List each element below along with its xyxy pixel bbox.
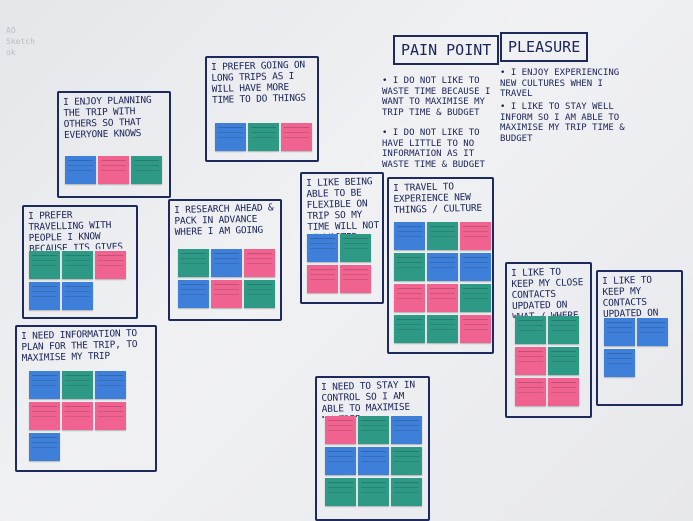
sticky-note-pink [460, 315, 491, 343]
cluster-label: I NEED TO STAY IN CONTROL SO I AM ABLE T… [321, 379, 416, 418]
sticky-note-blue [215, 123, 246, 151]
cluster-label: I LIKE TO KEEP MY CLOSE CONTACTS UPDATED… [511, 266, 584, 318]
sticky-note-teal [340, 234, 371, 262]
faint-mark: ok [6, 48, 16, 57]
sticky-note-pink [460, 222, 491, 250]
sticky-note-blue [29, 433, 60, 461]
persona-cluster-8: I NEED TO STAY IN CONTROL SO I AM ABLE T… [315, 376, 430, 521]
pain-point-header: PAIN POINT [393, 35, 500, 65]
sticky-note-blue [358, 447, 389, 475]
sticky-note-pink [548, 378, 579, 406]
pleasure-2: • I LIKE TO STAY WELL INFORM SO I AM ABL… [500, 102, 625, 144]
sticky-note-teal [178, 249, 209, 277]
sticky-note-blue [95, 371, 126, 399]
sticky-note-blue [394, 222, 425, 250]
cluster-label: I ENJOY PLANNING THE TRIP WITH OTHERS SO… [63, 94, 158, 141]
sticky-note-teal [29, 251, 60, 279]
sticky-note-blue [604, 349, 635, 377]
persona-cluster-6: I TRAVEL TO EXPERIENCE NEW THINGS / CULT… [387, 177, 494, 354]
sticky-note-pink [427, 284, 458, 312]
sticky-note-blue [29, 371, 60, 399]
sticky-note-pink [325, 416, 356, 444]
cluster-label: I PREFER TRAVELLING WITH PEOPLE I KNOW B… [28, 209, 123, 251]
sticky-note-pink [394, 284, 425, 312]
sticky-note-teal [515, 316, 546, 344]
persona-cluster-4: I RESEARCH AHEAD & PACK IN ADVANCE WHERE… [168, 199, 282, 321]
sticky-note-teal [62, 251, 93, 279]
sticky-note-teal [325, 478, 356, 506]
sticky-note-pink [211, 280, 242, 308]
sticky-note-pink [29, 402, 60, 430]
sticky-note-teal [427, 315, 458, 343]
cluster-label: I PREFER GOING ON LONG TRIPS AS I WILL H… [211, 59, 306, 106]
sticky-note-pink [340, 265, 371, 293]
sticky-note-teal [248, 123, 279, 151]
sticky-note-pink [281, 123, 312, 151]
sticky-note-teal [391, 447, 422, 475]
pain-point-1: • I DO NOT LIKE TO WASTE TIME BECAUSE I … [382, 76, 491, 118]
sticky-note-blue [637, 318, 668, 346]
sticky-note-blue [29, 282, 60, 310]
sticky-note-teal [358, 478, 389, 506]
sticky-note-blue [178, 280, 209, 308]
sticky-note-pink [515, 378, 546, 406]
sticky-note-blue [427, 253, 458, 281]
sticky-note-teal [427, 222, 458, 250]
pain-point-title: PAIN POINT [401, 41, 492, 59]
sticky-note-blue [391, 416, 422, 444]
sticky-note-teal [548, 316, 579, 344]
sticky-note-teal [131, 156, 162, 184]
sticky-note-blue [65, 156, 96, 184]
sticky-note-teal [394, 253, 425, 281]
persona-cluster-10: I LIKE TO KEEP MY CONTACTS UPDATED ON WH… [596, 270, 683, 406]
pleasure-title: PLEASURE [508, 38, 581, 56]
sticky-note-blue [62, 282, 93, 310]
cluster-label: I TRAVEL TO EXPERIENCE NEW THINGS / CULT… [393, 181, 483, 216]
pleasure-1: • I ENJOY EXPERIENCING NEW CULTURES WHEN… [500, 68, 620, 99]
persona-cluster-9: I LIKE TO KEEP MY CLOSE CONTACTS UPDATED… [505, 262, 592, 418]
persona-cluster-7: I NEED INFORMATION TO PLAN FOR THE TRIP,… [15, 325, 157, 472]
sticky-note-pink [307, 265, 338, 293]
pain-point-2: • I DO NOT LIKE TO HAVE LITTLE TO NO INF… [382, 128, 485, 170]
sticky-note-pink [95, 402, 126, 430]
persona-cluster-1: I ENJOY PLANNING THE TRIP WITH OTHERS SO… [57, 91, 171, 198]
sticky-note-pink [95, 251, 126, 279]
cluster-label: I RESEARCH AHEAD & PACK IN ADVANCE WHERE… [174, 202, 274, 238]
persona-cluster-3: I PREFER TRAVELLING WITH PEOPLE I KNOW B… [22, 205, 138, 319]
faint-mark: Sketch [6, 37, 35, 46]
sticky-note-teal [548, 347, 579, 375]
faint-mark: AO [6, 26, 16, 35]
sticky-note-teal [244, 280, 275, 308]
sticky-note-teal [391, 478, 422, 506]
sticky-note-teal [358, 416, 389, 444]
cluster-label: I LIKE BEING ABLE TO BE FLEXIBLE ON TRIP… [306, 176, 380, 236]
sticky-note-blue [325, 447, 356, 475]
sticky-note-blue [460, 253, 491, 281]
sticky-note-pink [515, 347, 546, 375]
cluster-label: I LIKE TO KEEP MY CONTACTS UPDATED ON WH… [602, 274, 670, 320]
sticky-note-pink [62, 402, 93, 430]
sticky-note-blue [307, 234, 338, 262]
pleasure-header: PLEASURE [500, 32, 589, 62]
sticky-note-teal [62, 371, 93, 399]
sticky-note-teal [394, 315, 425, 343]
persona-cluster-5: I LIKE BEING ABLE TO BE FLEXIBLE ON TRIP… [300, 172, 384, 304]
sticky-note-blue [604, 318, 635, 346]
cluster-label: I NEED INFORMATION TO PLAN FOR THE TRIP,… [21, 327, 138, 364]
sticky-note-blue [211, 249, 242, 277]
sticky-note-teal [460, 284, 491, 312]
sticky-note-pink [244, 249, 275, 277]
sticky-note-pink [98, 156, 129, 184]
persona-cluster-2: I PREFER GOING ON LONG TRIPS AS I WILL H… [205, 56, 319, 162]
